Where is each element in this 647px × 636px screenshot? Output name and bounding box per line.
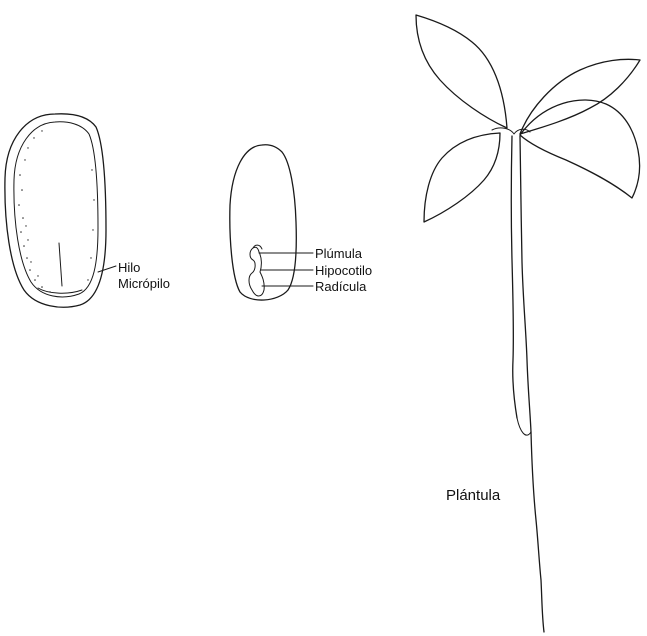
label-micropilo: Micrópilo (118, 276, 170, 291)
label-plumula: Plúmula (315, 246, 363, 261)
stem (511, 136, 517, 418)
seed-interior (230, 145, 313, 300)
micropyle-curve (38, 288, 82, 293)
cotyledon-outline (230, 145, 297, 300)
seed-exterior (5, 114, 116, 307)
seed-stippling (18, 130, 95, 292)
root (531, 432, 544, 632)
label-radicula: Radícula (315, 279, 367, 294)
hypocotyl-bottom (517, 418, 531, 435)
label-hilo: Hilo (118, 260, 140, 275)
leaf-lower-right (520, 100, 640, 198)
label-plantula: Plántula (446, 487, 501, 504)
seed-coat-outline (5, 114, 106, 307)
leaf-upper-right (520, 59, 640, 134)
stem-right-edge (520, 136, 531, 432)
label-hipocotilo: Hipocotilo (315, 263, 372, 278)
embryo-axis (249, 247, 264, 296)
seed-inner-outline (14, 122, 98, 297)
leaf-upper-left (416, 15, 507, 128)
hilum-scar (59, 243, 62, 286)
leaf-lower-left (424, 133, 500, 222)
hilo-leader (98, 266, 116, 272)
seedling (416, 15, 640, 632)
